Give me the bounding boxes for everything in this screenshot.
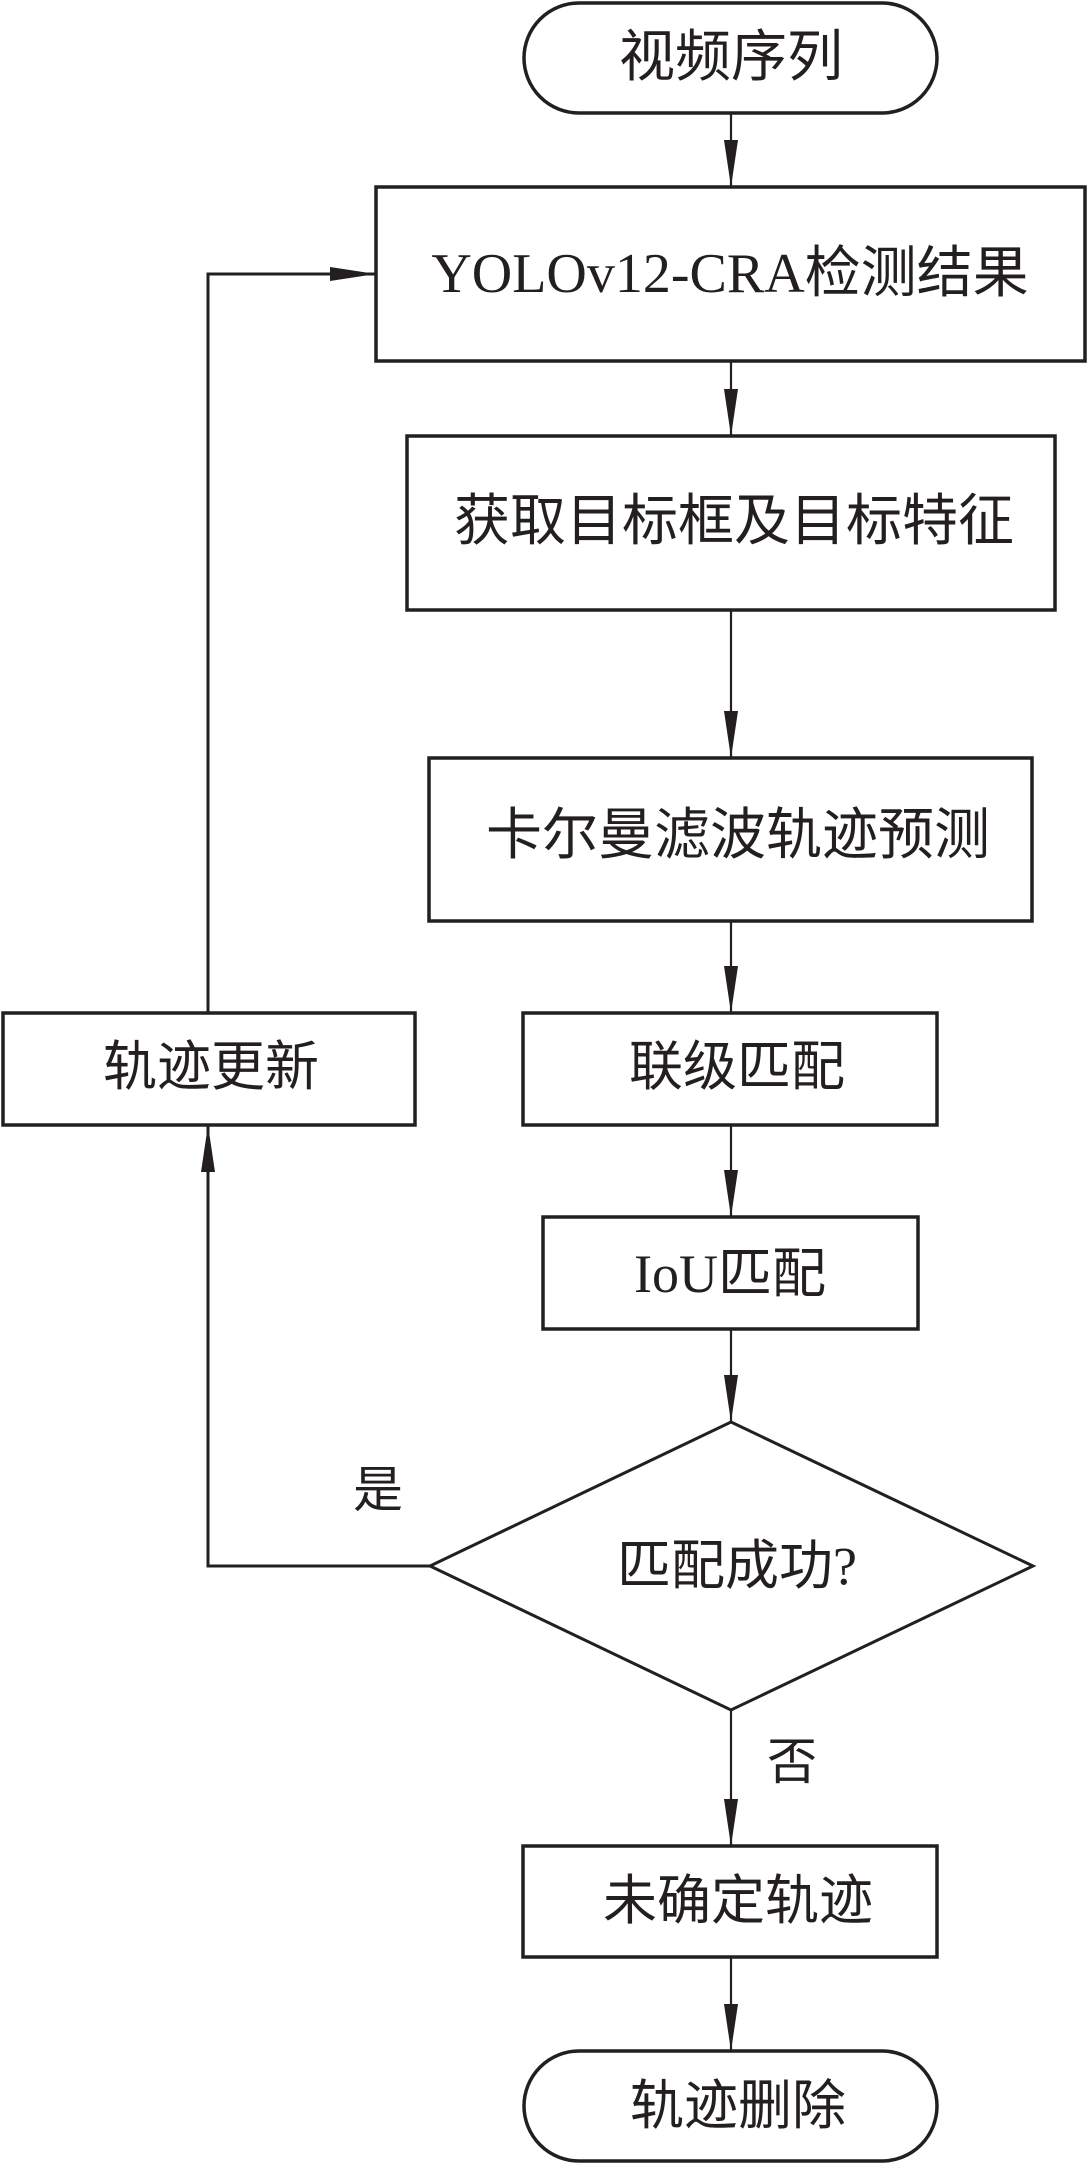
node-iou-label: IoU匹配	[634, 1244, 826, 1304]
process-box	[1, 1011, 417, 1127]
node-cascade: 联级匹配	[521, 1011, 939, 1127]
arrowhead-down-icon	[724, 140, 738, 187]
process-box	[374, 185, 1087, 363]
node-start-label: 视频序列	[619, 27, 843, 89]
arrowhead-down-icon	[724, 2004, 738, 2051]
arrowhead-up-icon	[201, 1125, 215, 1172]
node-start: 视频序列	[522, 1, 939, 115]
process-box	[427, 756, 1034, 923]
node-unconfirmed: 未确定轨迹	[521, 1844, 939, 1959]
process-box	[521, 1011, 939, 1127]
arrowhead-down-icon	[724, 1799, 738, 1846]
arrowhead-down-icon	[724, 1375, 738, 1422]
arrowhead-down-icon	[724, 711, 738, 758]
edge-decision-to-update	[206, 1125, 430, 1568]
edge-label-no: 否	[767, 1734, 817, 1790]
node-kalman: 卡尔曼滤波轨迹预测	[427, 756, 1034, 923]
arrowhead-right-icon	[330, 267, 376, 281]
node-unconfirmed-label: 未确定轨迹	[603, 1871, 873, 1931]
process-box	[541, 1215, 920, 1331]
decision-diamond	[426, 1420, 1037, 1712]
process-box	[521, 1844, 939, 1959]
edge-label-yes: 是	[353, 1462, 403, 1518]
node-update-label: 轨迹更新	[103, 1037, 319, 1097]
node-cascade-label: 联级匹配	[629, 1037, 845, 1097]
node-extract: 获取目标框及目标特征	[405, 434, 1057, 612]
terminal-shape	[522, 1, 939, 115]
process-box	[405, 434, 1057, 612]
arrowhead-down-icon	[724, 389, 738, 436]
node-iou: IoU匹配	[541, 1215, 920, 1331]
terminal-shape	[522, 2049, 939, 2163]
arrowhead-down-icon	[724, 1170, 738, 1217]
node-end: 轨迹删除	[522, 2049, 939, 2163]
node-detect-label: YOLOv12-CRA检测结果	[431, 243, 1028, 305]
edge-update-to-detect	[206, 272, 376, 1013]
node-update: 轨迹更新	[1, 1011, 417, 1127]
node-decision-label: 匹配成功?	[617, 1536, 857, 1596]
arrowhead-down-icon	[724, 966, 738, 1013]
node-end-label: 轨迹删除	[630, 2076, 846, 2136]
node-decision: 匹配成功?	[426, 1420, 1037, 1712]
node-detect: YOLOv12-CRA检测结果	[374, 185, 1087, 363]
node-kalman-label: 卡尔曼滤波轨迹预测	[486, 805, 990, 867]
node-extract-label: 获取目标框及目标特征	[454, 491, 1014, 553]
connectors	[201, 113, 738, 2051]
